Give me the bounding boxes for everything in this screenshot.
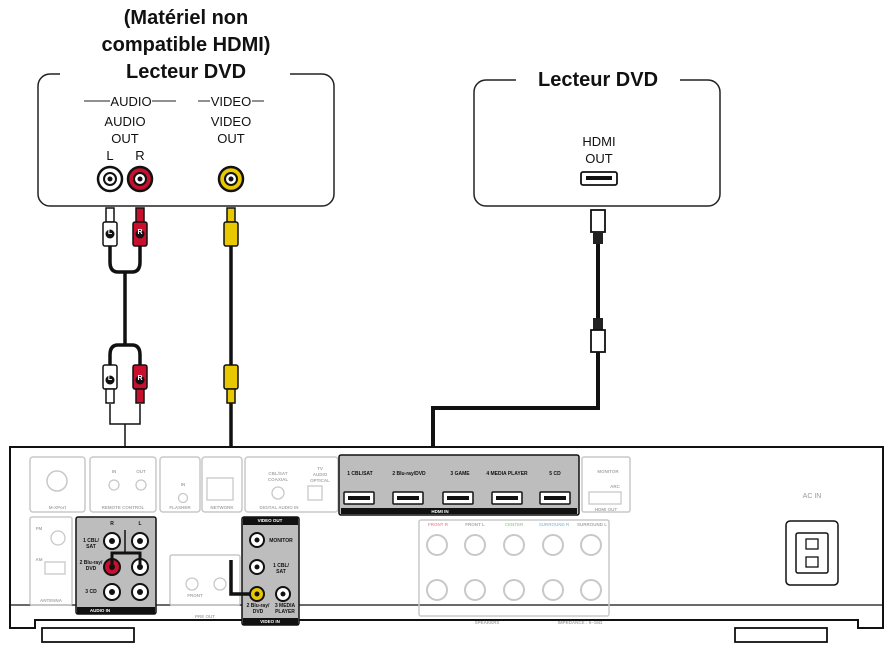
speaker-surround-r-label: SURROUND R xyxy=(538,522,570,527)
audio-in-1-label: 1 CBL/ SAT xyxy=(83,538,99,550)
plug-r-bottom-letter: R xyxy=(137,375,143,382)
hdmi-port-2-label: 2 Blu-ray/DVD xyxy=(392,471,426,477)
receiver xyxy=(9,446,884,643)
remote-control-label: REMOTE CONTROL xyxy=(101,505,145,510)
right-device-title: Lecteur DVD xyxy=(537,69,659,91)
m-xport-label: M-XPort xyxy=(48,505,67,510)
hdmi-port-1-label: 1 CBL/SAT xyxy=(347,471,373,477)
flasher-in-label: IN xyxy=(180,482,186,487)
video-monitor-label: MONITOR xyxy=(269,538,293,544)
am-label: AM xyxy=(35,557,43,562)
audio-in-label: AUDIO IN xyxy=(89,608,111,613)
hdmi-port-3-label: 3 GAME xyxy=(450,471,470,477)
flasher-label: FLASHER xyxy=(169,505,191,510)
audio-out-label-1: AUDIO xyxy=(104,114,146,129)
left-channel-label: L xyxy=(106,148,114,163)
impedance-label: IMPEDANCE : 6~16Ω xyxy=(557,620,603,625)
tv-audio-label-1: TV xyxy=(317,466,323,471)
plug-r-top xyxy=(132,207,148,247)
left-device-box xyxy=(37,73,335,207)
speaker-front-l-label: FRONT L xyxy=(465,522,485,527)
tv-audio-label-3: OPTICAL xyxy=(310,478,330,483)
hdmi-out-label-2: OUT xyxy=(585,151,613,166)
hdmi-out-label-1: HDMI xyxy=(582,134,616,149)
video-out-label-2: OUT xyxy=(217,131,245,146)
speaker-front-r-label: FRONT R xyxy=(428,522,448,527)
right-channel-label: R xyxy=(135,148,145,163)
video-in-label: VIDEO IN xyxy=(260,619,280,624)
left-device-title-line2: compatible HDMI) xyxy=(101,34,271,56)
plug-r-top-letter: R xyxy=(137,229,143,236)
plug-l-bottom-letter: L xyxy=(107,375,113,382)
left-device-title-line3: Lecteur DVD xyxy=(125,61,247,83)
hdmi-out-rx-label: HDMI OUT xyxy=(594,507,618,512)
pre-out-label: PRE OUT xyxy=(194,614,215,619)
plug-l-top xyxy=(102,207,118,247)
hdmi-in-panel xyxy=(338,454,580,516)
antenna-label: ANTENNA xyxy=(40,598,62,603)
plug-video-bottom xyxy=(223,364,239,404)
left-device-title-line1: (Matériel non xyxy=(123,7,249,29)
audio-in-3-label: 3 CD xyxy=(85,589,97,595)
cbl-sat-coaxial-label-1: CBL/SAT xyxy=(268,471,288,476)
plug-l-top-letter: L xyxy=(107,229,113,236)
arc-label: ARC xyxy=(610,484,620,489)
remote-out-label: OUT xyxy=(136,469,146,474)
hdmi-in-label: HDMI IN xyxy=(431,509,449,514)
speakers-label: SPEAKERS xyxy=(474,620,500,625)
hdmi-out-port xyxy=(580,171,618,186)
ac-in-label: AC IN xyxy=(802,493,822,500)
audio-out-l-jack xyxy=(96,165,124,193)
hdmi-port-5-label: 5 CD xyxy=(549,471,561,477)
plug-l-bottom xyxy=(102,364,118,404)
video-out-jack xyxy=(217,165,245,193)
video-out-label: VIDEO OUT xyxy=(257,518,283,523)
plug-video-top xyxy=(223,207,239,247)
audio-out-r-jack xyxy=(126,165,154,193)
audio-out-label-2: OUT xyxy=(111,131,139,146)
audio-cable xyxy=(108,246,142,530)
digital-audio-in-label: DIGITAL AUDIO IN xyxy=(259,505,299,510)
remote-in-label: IN xyxy=(111,469,117,474)
tv-audio-label-2: AUDIO xyxy=(312,472,328,477)
audio-group-label: AUDIO xyxy=(110,94,152,109)
fm-label: FM xyxy=(35,526,43,531)
plug-r-bottom xyxy=(132,364,148,404)
speaker-surround-l-label: SURROUND L xyxy=(577,522,607,527)
front-label: FRONT xyxy=(187,593,203,598)
audio-in-l-label: L xyxy=(138,521,142,527)
video-in-1-label: 1 CBL/ SAT xyxy=(273,563,289,575)
video-out-label-1: VIDEO xyxy=(210,114,252,129)
video-group-label: VIDEO xyxy=(210,94,252,109)
monitor-label: MONITOR xyxy=(597,469,619,474)
video-in-2-label: 2 Blu-ray/ DVD xyxy=(246,603,270,615)
video-in-3-label: 3 MEDIA PLAYER xyxy=(274,603,296,615)
audio-in-r-label: R xyxy=(110,521,114,527)
cbl-sat-coaxial-label-2: COAXIAL xyxy=(267,477,289,482)
audio-in-2-label: 2 Blu-ray/ DVD xyxy=(79,560,103,572)
network-label: NETWORK xyxy=(210,505,234,510)
speaker-center-label: CENTER xyxy=(504,522,524,527)
hdmi-port-4-label: 4 MEDIA PLAYER xyxy=(486,471,528,477)
